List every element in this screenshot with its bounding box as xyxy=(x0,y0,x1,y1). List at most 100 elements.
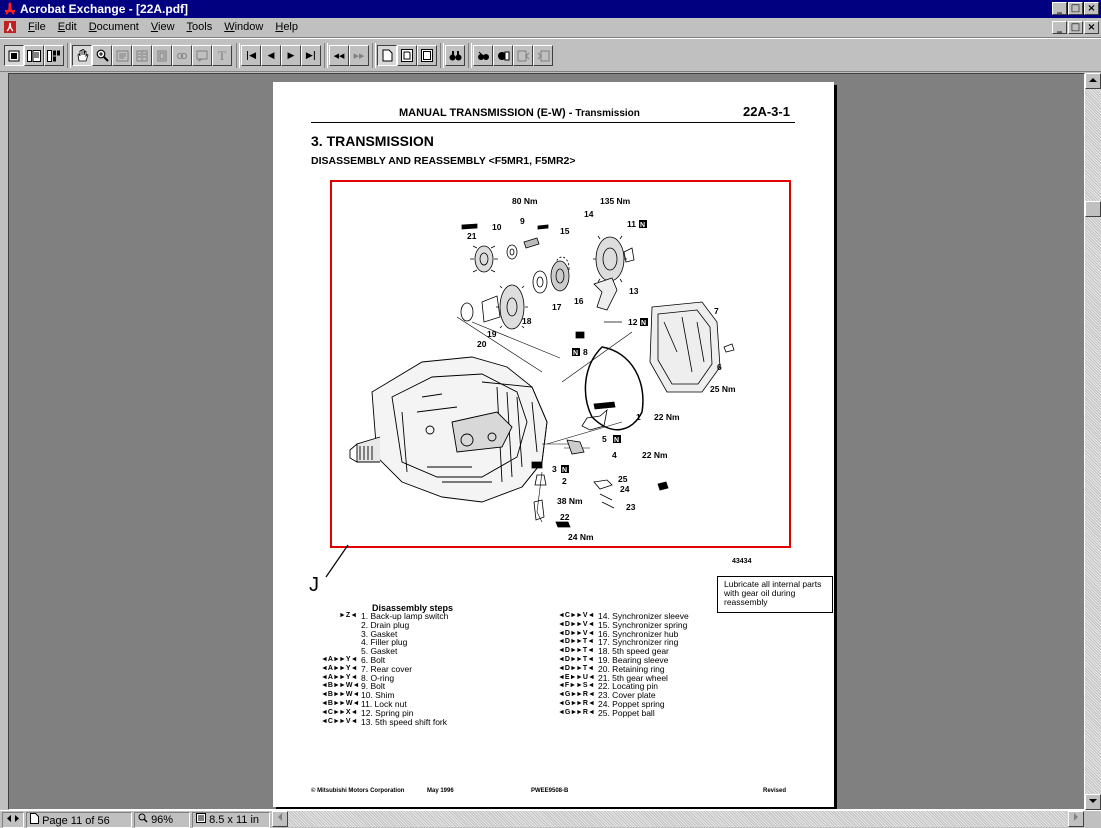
find-button[interactable] xyxy=(445,45,465,66)
note-button[interactable] xyxy=(192,45,212,66)
part-10: 10 xyxy=(492,222,502,232)
part-21: 21 xyxy=(467,231,477,241)
part-11: 11 xyxy=(627,219,636,229)
step-row: ◄C►►V◄14. Synchronizer sleeve xyxy=(558,611,689,621)
label-22nm-1: 22 Nm xyxy=(654,412,680,422)
menu-tools[interactable]: Tools xyxy=(186,21,213,33)
go-back-button[interactable]: ◀◀ xyxy=(329,45,349,66)
bookmarks-button[interactable] xyxy=(24,45,44,66)
crop-button[interactable] xyxy=(152,45,172,66)
arrow-right-icon xyxy=(1074,813,1078,821)
document-icon[interactable] xyxy=(3,20,17,34)
menu-file[interactable]: File xyxy=(28,21,46,33)
vertical-scrollbar[interactable] xyxy=(1085,73,1101,810)
next-highlight-icon xyxy=(537,50,549,61)
lubrication-note: Lubricate all internal parts with gear o… xyxy=(717,576,833,613)
text-select-button[interactable] xyxy=(112,45,132,66)
part-6: 6 xyxy=(717,362,722,372)
step-row: ◄B►►W◄9. Bolt xyxy=(321,681,386,692)
part-7: 7 xyxy=(714,306,719,316)
doc-restore-button[interactable]: □ xyxy=(1068,21,1083,34)
menu-view[interactable]: View xyxy=(150,21,175,33)
text-select-icon xyxy=(116,50,128,61)
footer-code: PWEE9508-B xyxy=(531,788,569,794)
title-bar[interactable]: Acrobat Exchange - [22A.pdf] _ □ × xyxy=(0,0,1101,18)
page-only-icon xyxy=(8,50,20,61)
header-rule xyxy=(311,122,795,123)
link-button[interactable] xyxy=(172,45,192,66)
scroll-up-button[interactable] xyxy=(1085,73,1101,89)
last-page-button[interactable]: ▶| xyxy=(301,45,321,66)
horizontal-scrollbar[interactable] xyxy=(272,811,1084,827)
document-viewport[interactable]: MANUAL TRANSMISSION (E-W) - Transmission… xyxy=(8,73,1085,810)
split-toggle[interactable] xyxy=(2,812,24,828)
prev-highlight-icon xyxy=(517,50,529,61)
part-4: 4 xyxy=(612,450,617,460)
acrobat-icon xyxy=(5,2,15,15)
page-icon xyxy=(30,813,39,824)
next-page-button[interactable]: ▶ xyxy=(281,45,301,66)
page-only-button[interactable] xyxy=(4,45,24,66)
menu-document[interactable]: Document xyxy=(88,21,139,33)
thumbnails-button[interactable] xyxy=(44,45,64,66)
maximize-button[interactable]: □ xyxy=(1068,2,1083,15)
column-select-icon xyxy=(136,50,148,61)
scroll-left-button[interactable] xyxy=(272,811,288,827)
next-highlight-button[interactable] xyxy=(533,45,553,66)
prev-page-button[interactable]: ◀ xyxy=(261,45,281,66)
zoom-tool-icon xyxy=(96,49,109,62)
menu-edit[interactable]: Edit xyxy=(57,21,77,33)
search-results-button[interactable] xyxy=(493,45,513,66)
callout-letter: J xyxy=(309,574,319,596)
fit-width-button[interactable] xyxy=(417,45,437,66)
page-size-indicator[interactable]: 8.5 x 11 in xyxy=(192,812,270,828)
zoom-tool-button[interactable] xyxy=(92,45,112,66)
steps-title: Disassembly steps xyxy=(372,603,454,613)
page-size-icon xyxy=(196,813,206,823)
zoom-indicator[interactable]: 96% xyxy=(134,812,190,828)
doc-minimize-button[interactable]: _ xyxy=(1052,21,1067,34)
hand-tool-button[interactable] xyxy=(72,45,92,66)
search-button[interactable] xyxy=(473,45,493,66)
step-row: 4. Filler plug xyxy=(361,637,408,648)
part-14: 14 xyxy=(584,209,594,219)
part-1: 1 xyxy=(636,412,641,422)
prev-highlight-button[interactable] xyxy=(513,45,533,66)
touchup-text-button[interactable]: T xyxy=(212,45,232,66)
minimize-button[interactable]: _ xyxy=(1052,2,1067,15)
pdf-page: MANUAL TRANSMISSION (E-W) - Transmission… xyxy=(273,82,834,807)
scroll-down-button[interactable] xyxy=(1085,794,1101,810)
step-row: ◄F►►S◄22. Locating pin xyxy=(558,681,659,692)
go-forward-button[interactable]: ▶▶ xyxy=(349,45,369,66)
doc-close-button[interactable]: × xyxy=(1084,21,1099,34)
step-row: ◄D►►V◄16. Synchronizer hub xyxy=(558,628,679,639)
label-25nm: 25 Nm xyxy=(710,384,736,394)
actual-size-icon xyxy=(382,49,392,62)
step-row: ◄A►►Y◄7. Rear cover xyxy=(321,663,413,674)
close-button[interactable]: × xyxy=(1084,2,1099,15)
page-code: 22A-3-1 xyxy=(743,104,790,119)
transmission-case xyxy=(349,356,548,503)
column-select-button[interactable] xyxy=(132,45,152,66)
page-indicator[interactable]: Page 11 of 56 xyxy=(26,812,132,828)
actual-size-button[interactable] xyxy=(377,45,397,66)
subsection-title: DISASSEMBLY AND REASSEMBLY <F5MR1, F5MR2… xyxy=(311,155,576,167)
fit-page-button[interactable] xyxy=(397,45,417,66)
zoom-status-text: 96% xyxy=(151,814,174,826)
part-24: 24 xyxy=(620,484,630,494)
find-icon xyxy=(449,50,461,60)
first-page-button[interactable]: |◀ xyxy=(241,45,261,66)
menu-help[interactable]: Help xyxy=(275,21,298,33)
prev-page-icon: ◀ xyxy=(267,50,275,61)
page-status-text: Page 11 of 56 xyxy=(42,815,110,827)
split-arrows-icon xyxy=(7,815,19,822)
part-22: 22 xyxy=(560,512,570,522)
arrow-up-icon xyxy=(1089,78,1097,82)
first-page-icon: |◀ xyxy=(245,50,257,61)
scroll-thumb[interactable] xyxy=(1085,201,1101,217)
scroll-right-button[interactable] xyxy=(1068,811,1084,827)
part-12-n: N xyxy=(641,320,646,327)
step-row: ◄C►►V◄13. 5th speed shift fork xyxy=(321,716,447,727)
menu-window[interactable]: Window xyxy=(224,21,264,33)
fit-width-icon xyxy=(421,49,433,62)
